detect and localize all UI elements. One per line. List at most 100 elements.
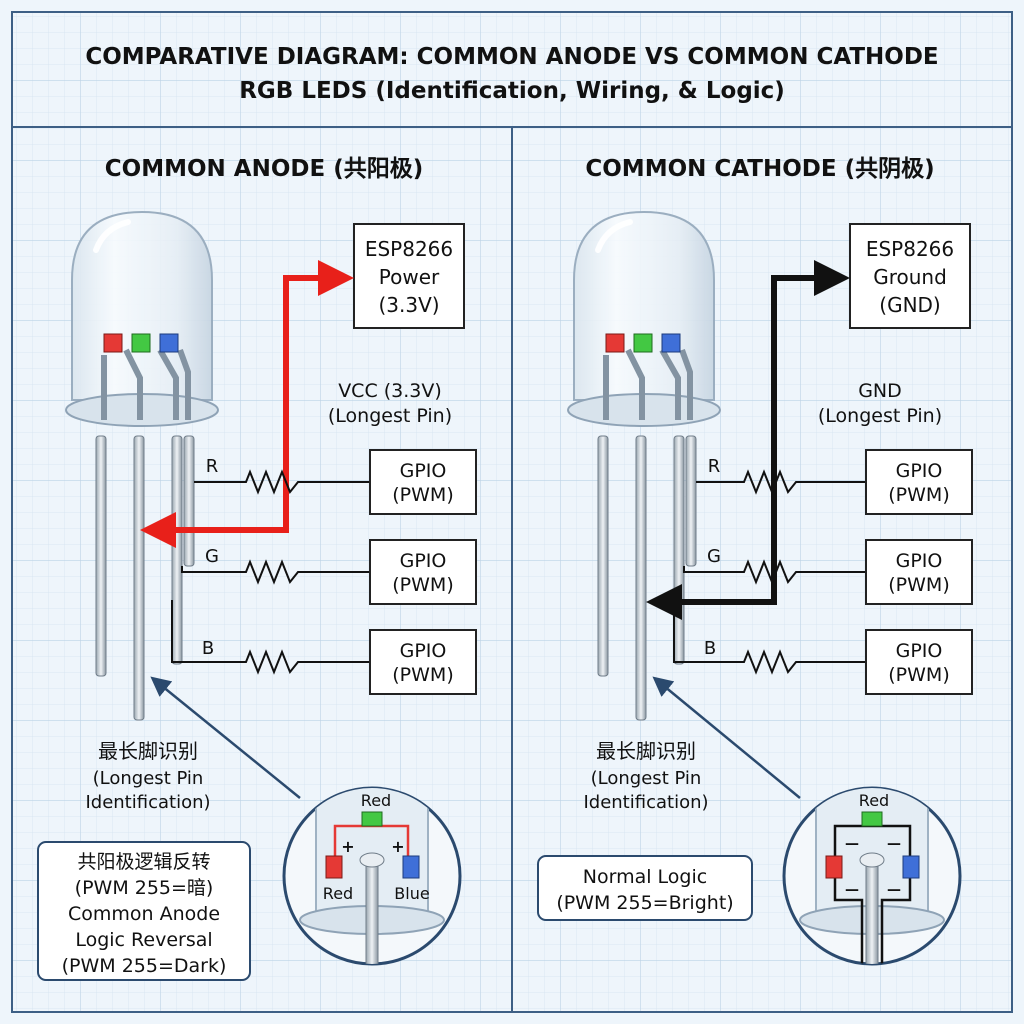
cathode-callout-arrow [652, 676, 801, 799]
anode-logic-note-line-3: Common Anode [68, 903, 220, 925]
cathode-zoom-minus-1: — [845, 836, 859, 852]
cathode-g-label: G [707, 546, 721, 567]
cathode-b-label: B [704, 638, 716, 659]
cathode-zoom-minus-3: — [845, 882, 859, 898]
cathode-zoom-blue-die [902, 855, 920, 879]
cathode-led-dome [573, 210, 715, 401]
anode-led-highlight [93, 219, 131, 253]
cathode-esp-ground-box [849, 223, 971, 329]
cathode-blue-die [661, 333, 681, 353]
anode-g-gpio-box [369, 539, 477, 605]
cathode-g-gpio-line-1: GPIO [896, 550, 943, 572]
anode-led-internal-frame [101, 348, 191, 420]
cathode-longest-pin-label-2: (Longest Pin [591, 768, 702, 789]
anode-logic-note-line-5: (PWM 255=Dark) [62, 955, 227, 977]
anode-g-label: G [205, 546, 219, 567]
cathode-r-gpio-box [865, 449, 973, 515]
anode-led-leg [183, 435, 195, 567]
anode-zoom-green-die [361, 811, 383, 827]
anode-zoom-plus-right: + [391, 837, 404, 856]
cathode-led-leg [673, 435, 685, 665]
anode-zoom-detail: + + Red Red Blue [282, 786, 462, 966]
anode-led-longest-leg [133, 435, 145, 721]
anode-longest-pin-label-2: (Longest Pin [93, 768, 204, 789]
anode-r-wire-resistor [194, 469, 370, 495]
anode-zoom-blue-die [402, 855, 420, 879]
anode-esp-line-2: Power [379, 265, 440, 289]
cathode-zoom-green-die [861, 811, 883, 827]
cathode-r-gpio-line-2: (PWM) [888, 484, 949, 506]
cathode-r-gpio-line-1: GPIO [896, 460, 943, 482]
anode-b-gpio-line-1: GPIO [400, 640, 447, 662]
cathode-longest-pin-label-3: Identification) [583, 792, 708, 813]
anode-red-die [103, 333, 123, 353]
anode-b-wire-resistor [171, 600, 370, 675]
common-anode-panel: COMMON ANODE (共阳极) ESP8266 Power (3.3V) … [37, 156, 477, 981]
cathode-g-wire-resistor [683, 559, 866, 585]
anode-logic-note-line-2: (PWM 255=暗) [75, 877, 214, 899]
anode-r-gpio-line-1: GPIO [400, 460, 447, 482]
anode-led-illustration [65, 210, 219, 721]
cathode-g-gpio-box [865, 539, 973, 605]
anode-longest-pin-label-3: Identification) [85, 792, 210, 813]
cathode-logic-note-box [537, 855, 753, 921]
cathode-heading: COMMON CATHODE (共阴极) [585, 156, 934, 182]
anode-r-label: R [206, 456, 219, 477]
cathode-r-label: R [708, 456, 721, 477]
cathode-logic-note-line-1: Normal Logic [583, 866, 707, 888]
cathode-esp-line-3: (GND) [879, 293, 940, 317]
cathode-zoom-minus-2: — [887, 836, 901, 852]
anode-esp-power-box [353, 223, 465, 329]
cathode-b-gpio-line-1: GPIO [896, 640, 943, 662]
cathode-b-gpio-box [865, 629, 973, 695]
anode-g-wire-resistor [181, 559, 370, 585]
anode-vcc-wire-up [214, 260, 354, 533]
anode-zoom-top-label: Red [361, 791, 391, 810]
anode-logic-note-box [37, 841, 251, 981]
anode-esp-line-3: (3.3V) [378, 293, 439, 317]
anode-zoom-right-label: Blue [394, 884, 429, 903]
anode-g-gpio-line-1: GPIO [400, 550, 447, 572]
anode-g-gpio-line-2: (PWM) [392, 574, 453, 596]
title-line-1: COMPARATIVE DIAGRAM: COMMON ANODE VS COM… [85, 44, 938, 70]
cathode-b-gpio-line-2: (PWM) [888, 664, 949, 686]
anode-callout-arrow [150, 676, 301, 799]
cathode-led-longest-leg [635, 435, 647, 721]
cathode-zoom-red-die [825, 855, 843, 879]
anode-b-gpio-line-2: (PWM) [392, 664, 453, 686]
anode-common-label-1: VCC (3.3V) [338, 380, 442, 402]
anode-blue-die [159, 333, 179, 353]
anode-zoom-left-label: Red [323, 884, 353, 903]
cathode-led-leg [685, 435, 697, 567]
title-line-2: RGB LEDS (Identification, Wiring, & Logi… [239, 78, 785, 104]
anode-b-gpio-box [369, 629, 477, 695]
anode-longest-pin-label-1: 最长脚识别 [98, 739, 198, 763]
anode-common-label-2: (Longest Pin) [328, 405, 452, 427]
anode-led-leg [95, 435, 107, 677]
cathode-g-gpio-line-2: (PWM) [888, 574, 949, 596]
cathode-esp-line-1: ESP8266 [866, 237, 954, 261]
anode-zoom-plus-left: + [341, 837, 354, 856]
cathode-zoom-detail: — — — — Red [782, 786, 962, 966]
cathode-led-highlight [595, 219, 633, 253]
cathode-common-label-2: (Longest Pin) [818, 405, 942, 427]
cathode-green-die [633, 333, 653, 353]
anode-r-gpio-line-2: (PWM) [392, 484, 453, 506]
cathode-r-wire-resistor [696, 469, 866, 495]
anode-esp-line-1: ESP8266 [365, 237, 453, 261]
anode-r-gpio-box [369, 449, 477, 515]
anode-led-dome [71, 210, 213, 401]
cathode-longest-pin-label-1: 最长脚识别 [596, 739, 696, 763]
cathode-esp-line-2: Ground [873, 265, 947, 289]
anode-b-label: B [202, 638, 214, 659]
anode-logic-note-line-4: Logic Reversal [75, 929, 212, 951]
anode-zoom-red-die [325, 855, 343, 879]
anode-heading: COMMON ANODE (共阳极) [105, 156, 423, 182]
anode-green-die [131, 333, 151, 353]
cathode-logic-note-line-2: (PWM 255=Bright) [556, 892, 733, 914]
cathode-common-label-1: GND [858, 380, 902, 402]
cathode-led-internal-frame [603, 348, 693, 420]
cathode-red-die [605, 333, 625, 353]
anode-logic-note-line-1: 共阳极逻辑反转 [77, 851, 210, 873]
